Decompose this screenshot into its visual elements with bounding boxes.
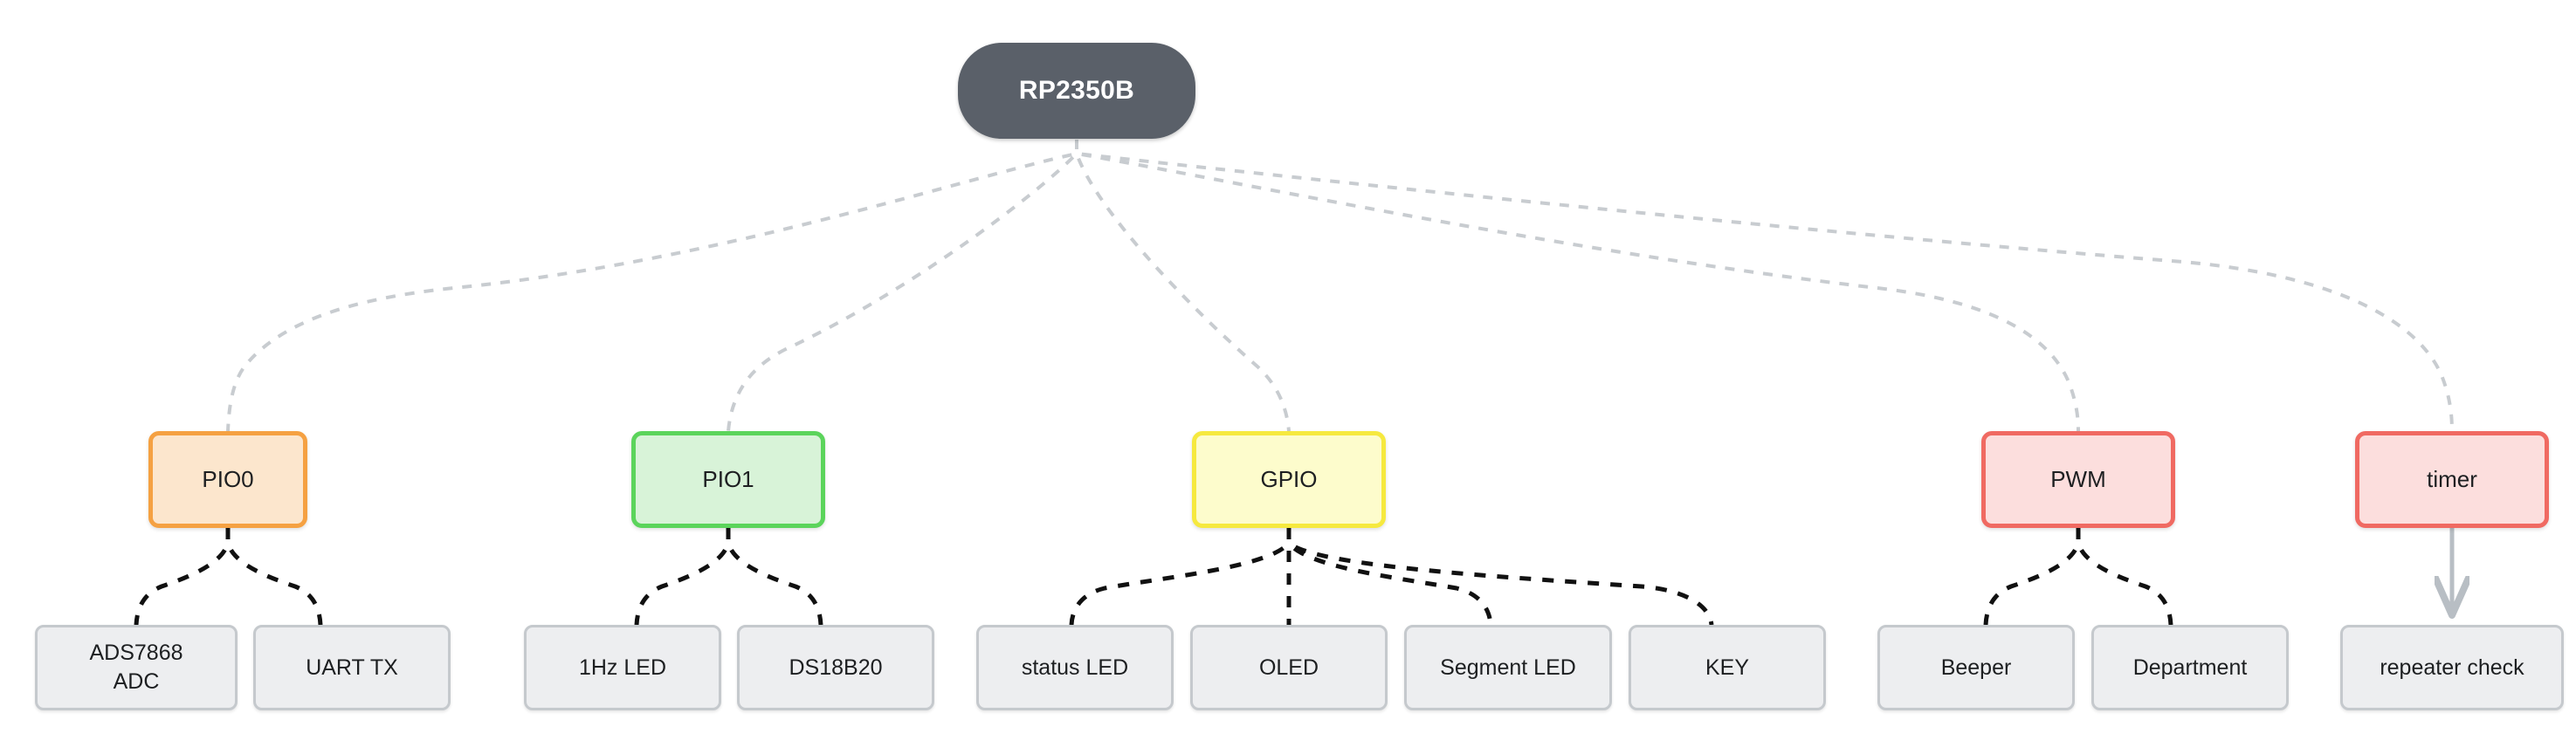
node-rp2350b-label: RP2350B — [1018, 76, 1135, 106]
edge-pio0-to-ads7868 — [134, 528, 231, 626]
node-1hz-led-label: 1Hz LED — [578, 655, 667, 680]
node-status-led-label: status LED — [1021, 655, 1129, 680]
node-rp2350b[interactable]: RP2350B — [958, 43, 1195, 139]
edge-gpio-to-statusled — [1069, 528, 1291, 626]
edge-gpio-to-segmentled — [1286, 528, 1493, 626]
pwm-edges — [1983, 528, 2173, 626]
edge-pio1-to-led1hz — [634, 528, 731, 626]
node-department[interactable]: Department — [2091, 625, 2289, 710]
node-timer-label: timer — [2427, 466, 2477, 493]
edge-root-to-gpio — [1075, 140, 1291, 432]
node-uart-tx[interactable]: UART TX — [253, 625, 451, 710]
pio1-edges — [634, 528, 823, 626]
edge-pwm-to-beeper — [1983, 528, 2081, 626]
node-repeater-check[interactable]: repeater check — [2340, 625, 2564, 710]
node-repeater-check-label: repeater check — [2380, 655, 2524, 680]
node-pio0-label: PIO0 — [202, 466, 254, 493]
node-segment-led[interactable]: Segment LED — [1404, 625, 1612, 710]
root-edges — [226, 140, 2454, 432]
node-key-label: KEY — [1705, 655, 1750, 680]
node-1hz-led[interactable]: 1Hz LED — [524, 625, 721, 710]
node-key[interactable]: KEY — [1629, 625, 1826, 710]
node-ads7868-adc-label: ADS7868 ADC — [89, 641, 183, 694]
node-pio1-label: PIO1 — [702, 466, 754, 493]
edge-root-to-timer — [1075, 140, 2454, 432]
edge-root-to-pio1 — [727, 140, 1078, 432]
edge-gpio-to-key — [1286, 528, 1714, 626]
node-status-led[interactable]: status LED — [976, 625, 1174, 710]
node-timer[interactable]: timer — [2355, 431, 2549, 528]
edge-pwm-to-department — [2076, 528, 2173, 626]
node-oled[interactable]: OLED — [1190, 625, 1388, 710]
node-beeper[interactable]: Beeper — [1877, 625, 2075, 710]
node-pio0[interactable]: PIO0 — [148, 431, 307, 528]
node-oled-label: OLED — [1258, 655, 1319, 680]
node-ds18b20[interactable]: DS18B20 — [737, 625, 934, 710]
node-gpio-label: GPIO — [1260, 466, 1318, 493]
node-gpio[interactable]: GPIO — [1192, 431, 1386, 528]
node-pwm[interactable]: PWM — [1981, 431, 2175, 528]
edge-root-to-pwm — [1075, 140, 2080, 432]
node-segment-led-label: Segment LED — [1440, 655, 1576, 680]
node-uart-tx-label: UART TX — [306, 655, 398, 680]
node-ads7868-adc[interactable]: ADS7868 ADC — [35, 625, 238, 710]
edge-pio0-to-uarttx — [225, 528, 323, 626]
node-pio1[interactable]: PIO1 — [631, 431, 825, 528]
pio0-edges — [134, 528, 323, 626]
edge-root-to-pio0 — [226, 140, 1078, 432]
node-pwm-label: PWM — [2050, 466, 2106, 493]
edge-pio1-to-ds18b20 — [726, 528, 823, 626]
node-beeper-label: Beeper — [1940, 655, 2012, 680]
node-ds18b20-label: DS18B20 — [789, 655, 883, 680]
gpio-edges — [1069, 528, 1714, 626]
node-department-label: Department — [2132, 655, 2248, 680]
